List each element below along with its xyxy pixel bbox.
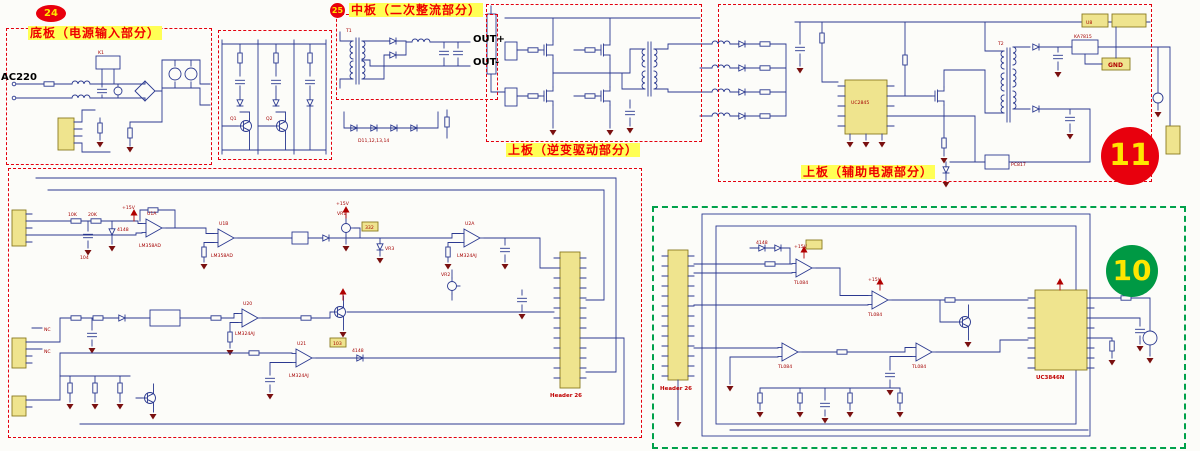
badge-11: 11 [1101, 127, 1159, 185]
input-board-aux-circuit [221, 39, 327, 155]
component-label: LM358AD [211, 253, 233, 259]
component-label: LM324AJ [457, 253, 477, 259]
component-label: T1 [345, 28, 352, 34]
section-label-drive-board: 上板（逆变驱动部分） [506, 143, 641, 157]
component-label: 20K [88, 212, 98, 218]
component-label: NC [44, 349, 51, 355]
out-negative-label: OUT- [473, 57, 500, 68]
input-filter-circuit [11, 55, 211, 153]
gnd-block-label: GND [1108, 62, 1123, 69]
component-label: VR3 [385, 246, 394, 252]
power-net-label: +15V [794, 244, 808, 250]
badge-10: 10 [1106, 245, 1158, 297]
component-label: U8 [1086, 20, 1092, 26]
section-label-middle-board: 中板（二次整流部分） [349, 3, 484, 17]
component-label: LM358AD [139, 243, 161, 249]
component-label: 4148 [352, 348, 364, 354]
power-net-label: +15V [868, 277, 882, 283]
main-control-circuit [11, 177, 625, 425]
component-label: T2 [997, 41, 1004, 47]
aux-power-circuit [794, 13, 1181, 188]
section-label-bottom-board: 底板（电源输入部分） [28, 26, 163, 40]
aux-control-circuit [661, 213, 1158, 437]
header-label-left: Header 26 [550, 393, 582, 399]
component-label: VR1 [337, 211, 346, 217]
component-label: Q1 [230, 116, 237, 122]
component-label: TL084 [867, 312, 882, 318]
output-filter-rows [699, 40, 787, 120]
component-label: TL084 [911, 364, 926, 370]
component-label: LM324AJ [289, 373, 309, 379]
component-label: U1A [147, 211, 157, 217]
badge-25: 25 [330, 3, 345, 18]
component-label: 103 [333, 341, 342, 347]
component-label: K1 [98, 50, 104, 56]
pwm-chip-label: UC3846N [1036, 375, 1065, 381]
component-label: TL084 [777, 364, 792, 370]
rectifier-circuit [339, 31, 471, 139]
power-net-label: +15V [336, 201, 350, 207]
component-label: U1B [219, 221, 228, 227]
component-label: Q2 [266, 116, 273, 122]
component-label: PC817 [1011, 162, 1026, 168]
component-labels: K1 Q1 Q2 T1 D11,12,13,14 T2 UC2845 PC817… [44, 20, 1123, 399]
component-label: 10K [68, 212, 78, 218]
component-label: UC2845 [851, 100, 869, 106]
power-net-label: +15V [122, 205, 136, 211]
section-label-aux-board: 上板（辅助电源部分） [801, 165, 936, 179]
component-label: LM324AJ [235, 331, 255, 337]
component-label: U21 [297, 341, 306, 347]
component-label: 104 [80, 255, 89, 261]
badge-24: 24 [36, 5, 66, 22]
component-label: KA7815 [1074, 34, 1092, 40]
header-label-right: Header 26 [660, 386, 692, 392]
component-label: NC [44, 327, 51, 333]
component-label: 4148 [756, 240, 768, 246]
component-label: TL084 [793, 280, 808, 286]
component-label: VR2 [441, 272, 450, 278]
component-label: D11,12,13,14 [358, 138, 389, 144]
component-label: U20 [243, 301, 252, 307]
ac-input-label: AC220 [1, 72, 37, 83]
out-positive-label: OUT+ [473, 34, 505, 45]
inverter-drive-circuit [486, 5, 701, 136]
component-label: 332 [365, 225, 374, 231]
component-label: U2A [465, 221, 475, 227]
component-label: 4148 [117, 227, 129, 233]
